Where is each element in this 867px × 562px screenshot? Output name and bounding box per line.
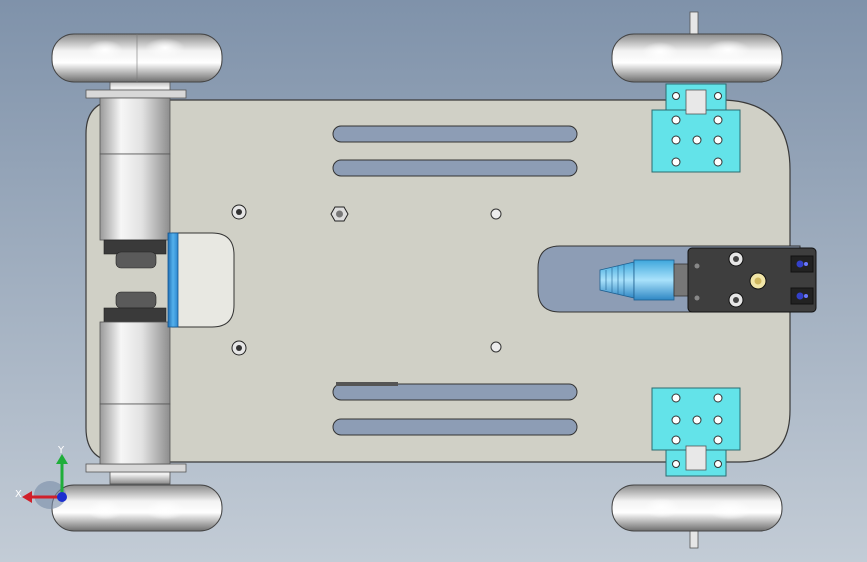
y-axis-label: Y: [57, 445, 65, 456]
x-axis-label: X: [15, 489, 22, 500]
slot: [332, 383, 578, 401]
motor-rear-right[interactable]: [99, 291, 171, 465]
sensor-board[interactable]: [687, 247, 817, 313]
bracket-front-right[interactable]: [651, 387, 741, 477]
screw: [231, 204, 247, 220]
motor-rear-left[interactable]: [99, 97, 171, 269]
hex-nut: [330, 206, 349, 222]
bracket-front-left[interactable]: [651, 83, 741, 173]
slot: [332, 418, 578, 436]
mount-hole: [490, 341, 502, 353]
slot: [332, 159, 578, 177]
wheel-front-right[interactable]: [611, 484, 783, 549]
usb-cable[interactable]: [599, 259, 689, 301]
bumper-cutout: [171, 232, 235, 328]
screw: [231, 340, 247, 356]
cable: [336, 382, 398, 386]
wheel-rear-right[interactable]: [51, 463, 223, 532]
wheel-rear-left[interactable]: [51, 33, 223, 99]
slot: [332, 125, 578, 143]
rear-bumper[interactable]: [167, 232, 179, 328]
xyz-triad-icon: X Y: [15, 445, 68, 509]
wheel-front-left[interactable]: [611, 11, 783, 83]
mount-hole: [490, 208, 502, 220]
